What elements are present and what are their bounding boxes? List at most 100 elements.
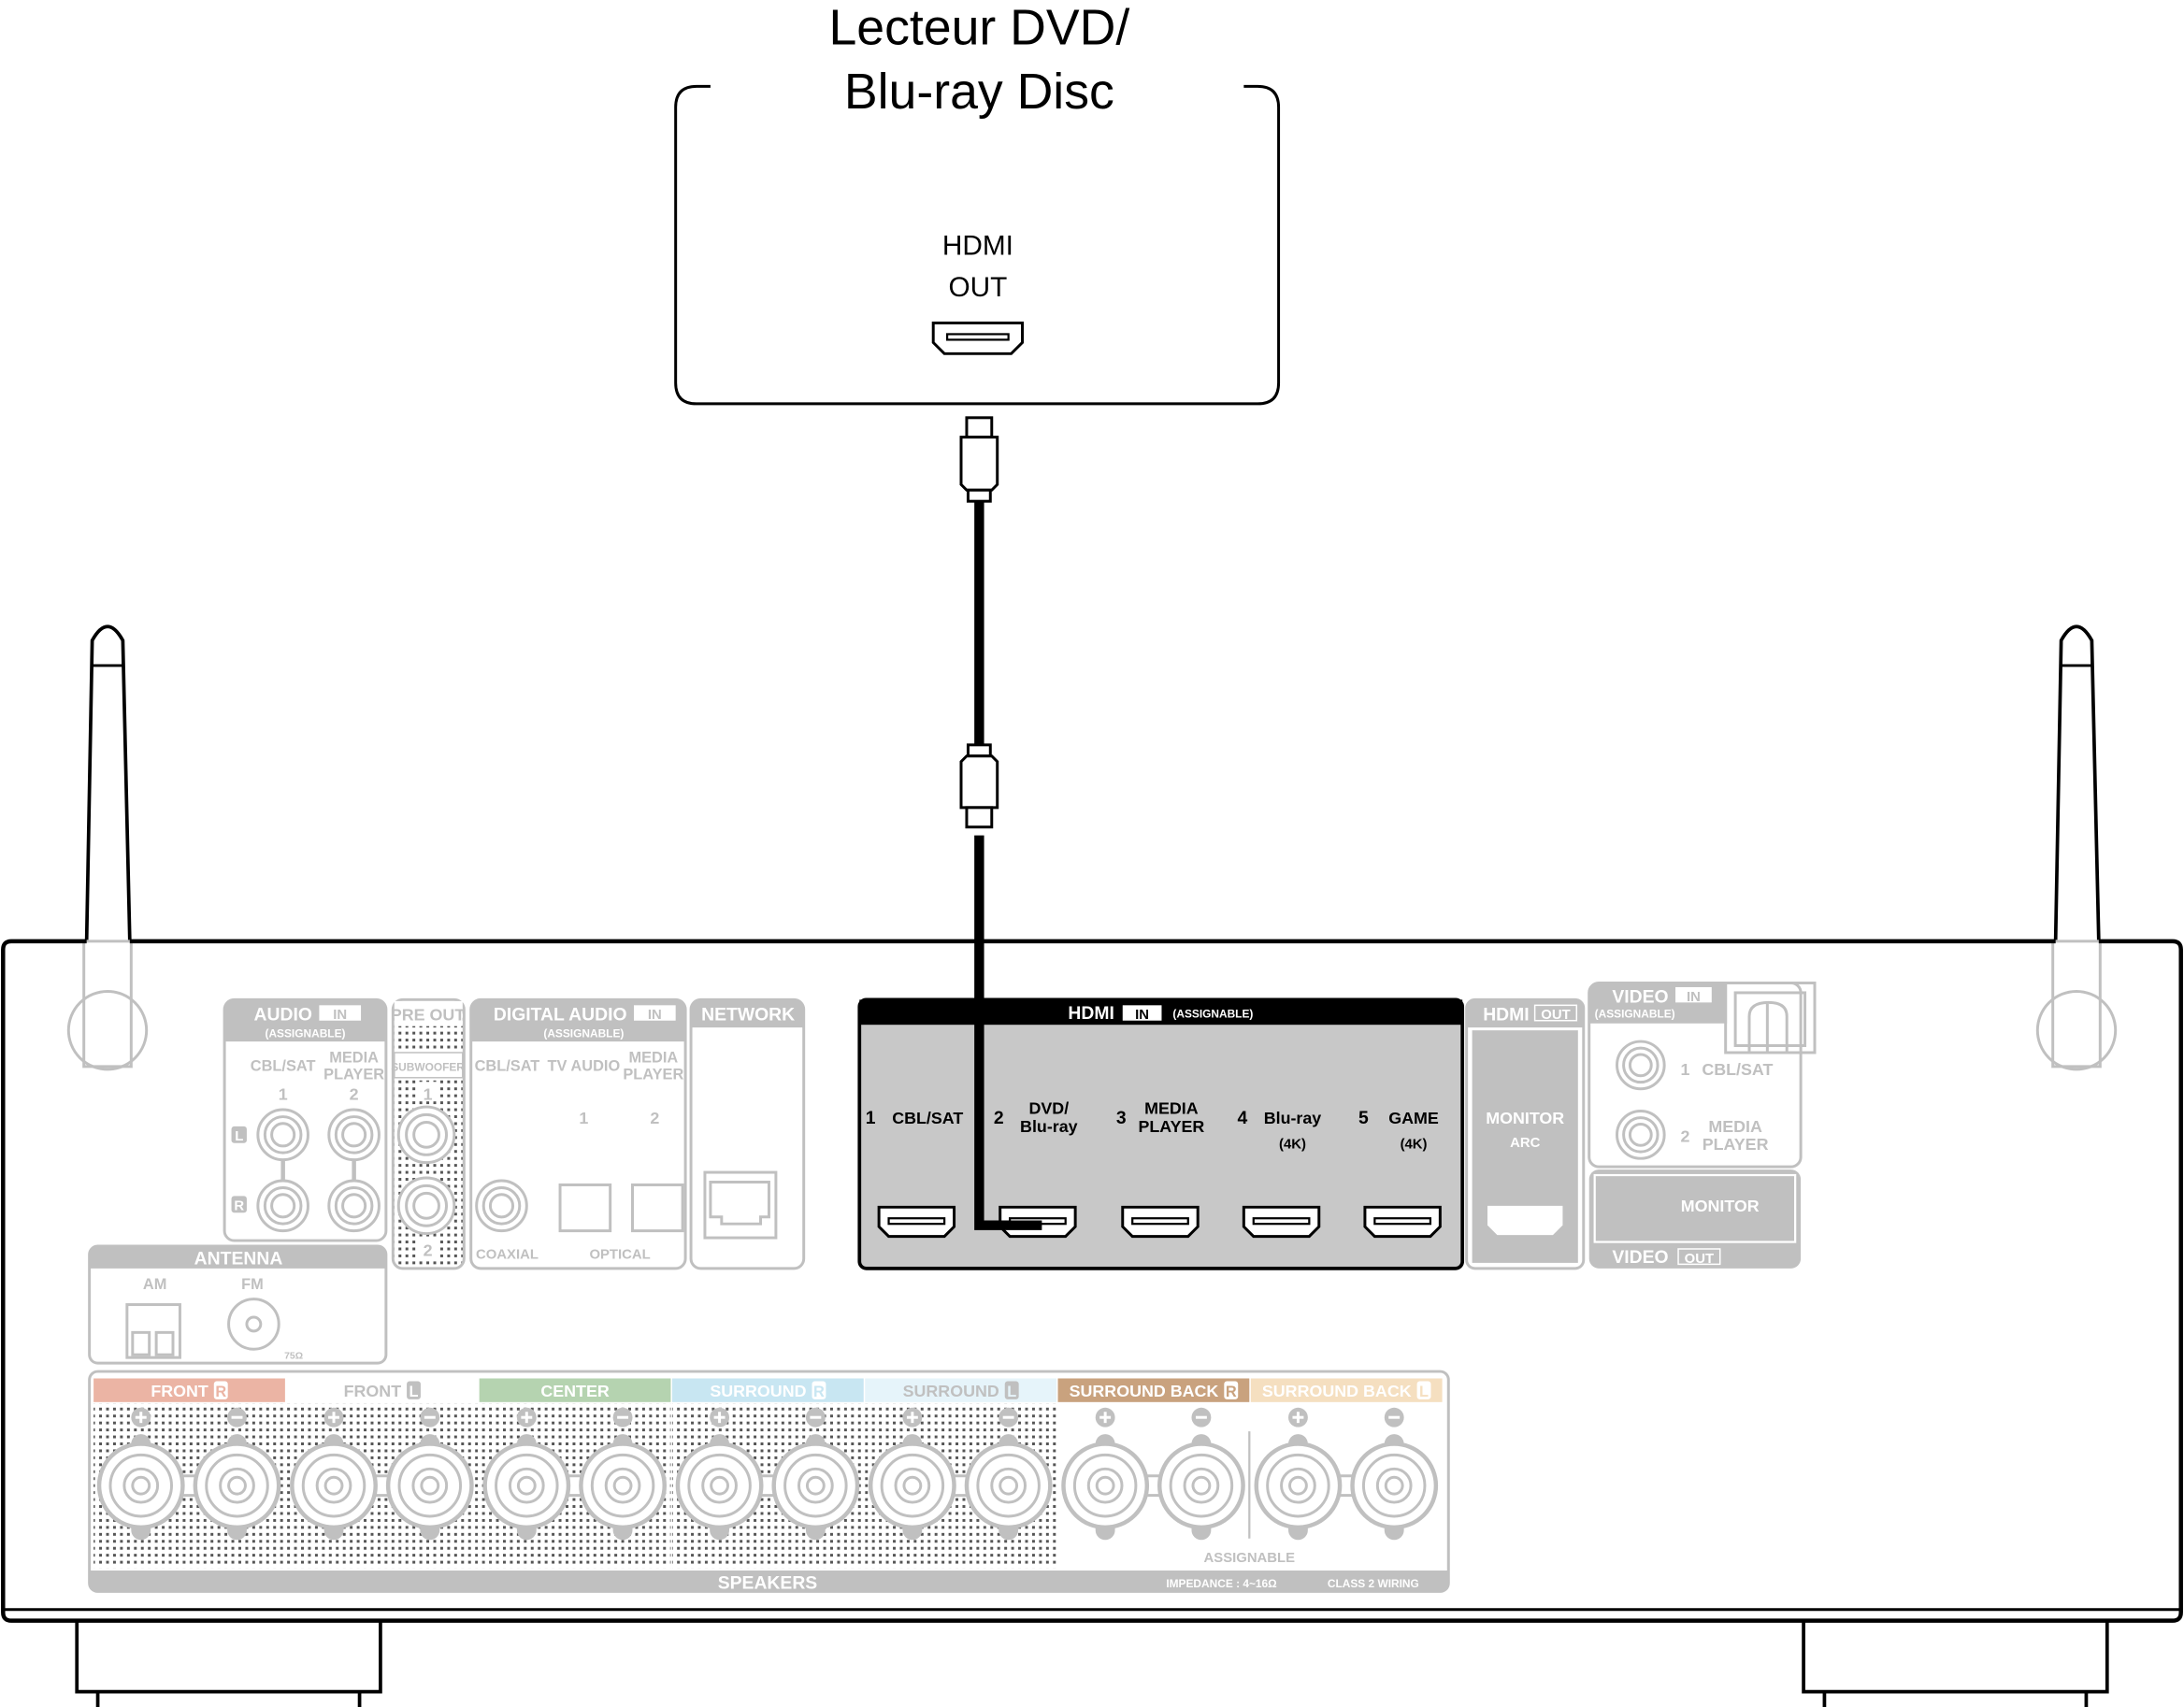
audio-in-badge: IN — [333, 1008, 347, 1023]
terminal-ring — [323, 1475, 344, 1496]
label: 1 — [579, 1109, 588, 1127]
label: IMPEDANCE : 4~16Ω — [1166, 1577, 1277, 1590]
antenna-right — [2035, 624, 2118, 1071]
fm-terminal[interactable] — [227, 1298, 280, 1351]
video-out-title: VIDEO — [1612, 1247, 1668, 1268]
video-in-2-jack[interactable] — [1616, 1110, 1666, 1160]
hdmi-socket-slot — [1131, 1217, 1189, 1226]
channel-label: CENTER — [540, 1382, 610, 1400]
label: 2 — [424, 1241, 433, 1259]
channel-header — [286, 1378, 479, 1402]
subwoofer-2-jack[interactable] — [396, 1176, 456, 1236]
port-number: 5 — [1358, 1108, 1369, 1128]
label: MEDIA — [329, 1049, 379, 1066]
label: CBL/SAT — [251, 1057, 316, 1074]
video-in-1-jack[interactable] — [1616, 1040, 1666, 1091]
label: FM — [241, 1276, 264, 1293]
port-number: 4 — [1237, 1108, 1247, 1128]
digital-audio-title: DIGITAL AUDIO — [494, 1005, 627, 1026]
hdmi-monitor-out-port[interactable] — [1487, 1205, 1563, 1236]
foot-left — [75, 1620, 382, 1707]
label: CBL/SAT — [1702, 1060, 1773, 1079]
coaxial-jack[interactable] — [475, 1179, 528, 1233]
audio-in-sub: (ASSIGNABLE) — [265, 1027, 345, 1040]
channel-header — [1057, 1378, 1250, 1402]
terminal-ring — [1288, 1475, 1308, 1496]
label: OUT — [1541, 1008, 1570, 1023]
terminal-ring — [516, 1475, 537, 1496]
terminal-ring — [1384, 1475, 1404, 1496]
jack-ring — [412, 1120, 440, 1149]
jack-ring — [341, 1122, 367, 1148]
label: 1 — [1681, 1060, 1690, 1079]
label: 2 — [350, 1085, 359, 1104]
hdmi-cable[interactable] — [959, 416, 999, 829]
av-receiver-rear-panel — [1, 939, 2183, 1707]
label: IN — [1687, 990, 1701, 1005]
hdmi-out-title: HDMI — [1483, 1005, 1529, 1026]
hdmi-socket — [1242, 1205, 1321, 1239]
label: MONITOR — [1486, 1109, 1564, 1127]
port-label-2: (4K) — [1279, 1138, 1306, 1153]
optical-port-2[interactable] — [631, 1183, 684, 1233]
jack-ring — [270, 1193, 296, 1219]
label: 2 — [650, 1109, 659, 1127]
channel-header — [671, 1378, 864, 1402]
misc-jacks — [396, 1040, 1666, 1236]
video-out-monitor-jack[interactable] — [1616, 1181, 1666, 1231]
label: CBL/SAT — [475, 1057, 540, 1074]
hdmi-socket-slot — [1373, 1217, 1432, 1226]
channel-side-box — [1224, 1381, 1239, 1399]
port-label-2: Blu-ray — [1020, 1117, 1078, 1136]
port-number: 3 — [1116, 1108, 1127, 1128]
terminal-ring — [131, 1475, 151, 1496]
hdmi-in-title: HDMI — [1068, 1003, 1114, 1024]
speaker-terminal-center-c[interactable]: CENTER — [479, 1378, 671, 1569]
label: R — [234, 1198, 244, 1213]
hdmi-out-port-icon[interactable] — [931, 322, 1025, 355]
terminal-ring — [227, 1475, 247, 1496]
label: OPTICAL — [589, 1247, 650, 1262]
channel-side: R — [215, 1384, 226, 1400]
hdmi-out-label-2: OUT — [948, 272, 1007, 303]
rca-jack[interactable] — [256, 1179, 309, 1233]
channel-side: R — [813, 1384, 825, 1400]
ethernet-port[interactable] — [703, 1170, 778, 1240]
optical-port-1[interactable] — [558, 1183, 612, 1233]
jack-ring — [412, 1191, 440, 1220]
port-label: CBL/SAT — [892, 1109, 963, 1127]
rca-jack[interactable] — [327, 1108, 381, 1162]
hdmi-socket — [877, 1205, 956, 1239]
label: L — [235, 1129, 243, 1144]
channel-side-box — [812, 1381, 826, 1399]
channel-side: L — [1419, 1384, 1429, 1400]
antenna-title: ANTENNA — [194, 1248, 283, 1269]
channel-side: R — [1226, 1384, 1237, 1400]
pre-out-title: PRE OUT — [391, 1006, 465, 1025]
terminal-ring — [999, 1475, 1019, 1496]
rca-jack[interactable] — [256, 1108, 309, 1162]
jack-ring — [488, 1193, 515, 1219]
rca-jack[interactable] — [327, 1179, 381, 1233]
terminal-ring — [805, 1475, 826, 1496]
am-terminal[interactable] — [125, 1303, 181, 1359]
label: PLAYER — [323, 1066, 384, 1083]
label: TV AUDIO — [548, 1057, 621, 1074]
subwoofer-1-jack[interactable] — [396, 1105, 456, 1165]
channel-side: L — [1007, 1384, 1016, 1400]
foot-right — [1802, 1620, 2109, 1707]
device-title-line1: Lecteur DVD/ — [828, 0, 1129, 56]
label: (ASSIGNABLE) — [543, 1027, 624, 1040]
